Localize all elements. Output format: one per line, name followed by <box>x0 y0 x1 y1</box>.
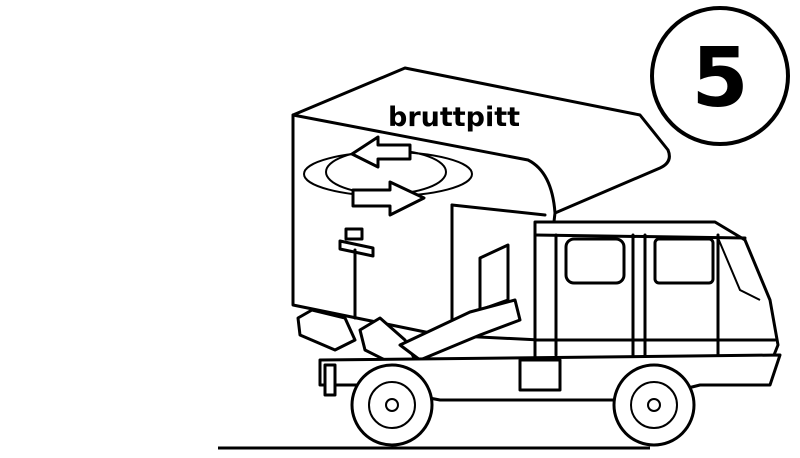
step-number: 5 <box>691 31 748 126</box>
camper-jack-icon <box>338 227 375 320</box>
rotate-right-arrow-icon <box>351 180 426 217</box>
title-label: bruttpitt <box>388 102 520 133</box>
rear-wheel <box>350 363 434 447</box>
track-ramps <box>296 298 522 367</box>
camper-cabin: bruttpitt <box>291 66 671 342</box>
front-wheel <box>612 363 696 447</box>
cab-window-rear <box>653 237 715 285</box>
cab-window-front <box>564 237 626 285</box>
rotate-left-arrow-icon <box>350 135 412 169</box>
truck-cab <box>533 220 780 367</box>
step-number-badge: 5 <box>650 6 790 146</box>
